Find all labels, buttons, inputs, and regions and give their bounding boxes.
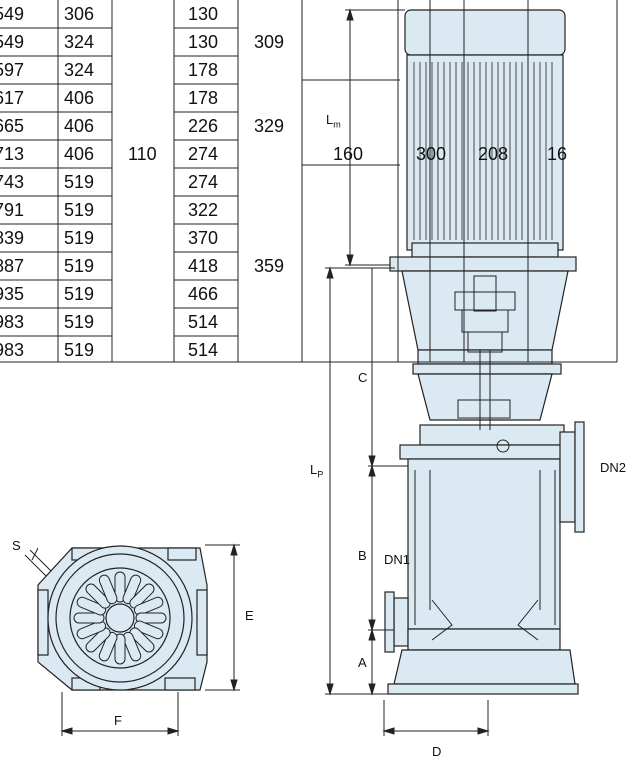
- table-cell: 130: [188, 32, 219, 52]
- table-cell: 887: [0, 256, 25, 276]
- extra-value-300: 300: [416, 144, 447, 164]
- fan-slot: [76, 596, 107, 616]
- table-cell: 324: [64, 32, 95, 52]
- table-merged-col3: 110: [128, 144, 157, 164]
- extra-value-16: 16: [547, 144, 568, 164]
- fan-slot: [133, 596, 164, 616]
- fan-slot: [135, 612, 167, 624]
- dimension-table: 549 306 130 549 324 130 597 324 178 617 406 178 665 4…: [0, 0, 400, 363]
- fan-slot: [114, 571, 126, 603]
- table-cell: 839: [0, 228, 25, 248]
- label-dn2: DN2: [600, 460, 627, 475]
- table-merged-col5-b: 329: [254, 116, 285, 136]
- table-cell: 519: [64, 312, 95, 332]
- label-lp-main: L: [310, 462, 318, 477]
- table-cell: 370: [188, 228, 219, 248]
- table-cell: 178: [188, 60, 219, 80]
- fan-slot: [73, 612, 105, 624]
- extra-value-208: 208: [478, 144, 509, 164]
- label-lm-main: L: [326, 112, 334, 127]
- table-cell: 130: [188, 4, 219, 24]
- table-cell: 466: [188, 284, 219, 304]
- fan-slot: [122, 631, 142, 662]
- label-lm-sub: m: [333, 119, 341, 130]
- table-cell: 226: [188, 116, 219, 136]
- fan-slot: [122, 574, 142, 605]
- label-e: E: [245, 608, 254, 623]
- table-cell: 322: [188, 200, 219, 220]
- table-cell: 514: [188, 340, 219, 360]
- table-cell: 519: [64, 200, 95, 220]
- table-cell: 743: [0, 172, 25, 192]
- extra-value-160: 160: [333, 144, 364, 164]
- table-cell: 178: [188, 88, 219, 108]
- label-b: B: [358, 548, 367, 563]
- table-cell: 274: [188, 172, 219, 192]
- table-merged-col5-c: 359: [254, 256, 285, 276]
- table-cell: 617: [0, 88, 25, 108]
- table-cell: 791: [0, 200, 25, 220]
- table-cell: 549: [0, 4, 25, 24]
- table-cell: 418: [188, 256, 219, 276]
- fan-slot: [76, 620, 107, 640]
- table-cell: 519: [64, 228, 95, 248]
- fan-slot: [133, 620, 164, 640]
- table-cell: 406: [64, 116, 95, 136]
- table-cell: 713: [0, 144, 25, 164]
- motor-top-view: [37, 545, 208, 691]
- fan-slot: [114, 633, 126, 665]
- table-cell: 665: [0, 116, 25, 136]
- label-f: F: [114, 713, 122, 728]
- table-cell: 549: [0, 32, 25, 52]
- table-cell: 935: [0, 284, 25, 304]
- fan-slot: [98, 631, 118, 662]
- table-cell: 519: [64, 340, 95, 360]
- table-cell: 406: [64, 144, 95, 164]
- table-cell: 324: [64, 60, 95, 80]
- fan-slot: [129, 583, 155, 609]
- label-d: D: [432, 744, 442, 759]
- fan-slot: [85, 627, 111, 653]
- label-c: C: [358, 370, 368, 385]
- label-lp: LP: [310, 462, 323, 480]
- table-cell: 983: [0, 312, 25, 332]
- label-lp-sub: P: [317, 469, 324, 480]
- table-cell: 406: [64, 88, 95, 108]
- fan-slot: [98, 574, 118, 605]
- label-s: S: [12, 538, 21, 553]
- label-a: A: [358, 655, 367, 670]
- pump-side-view: [384, 9, 585, 695]
- fan-slot: [129, 627, 155, 653]
- label-dn1: DN1: [384, 552, 411, 567]
- label-lm: Lm: [326, 112, 341, 130]
- table-cell: 519: [64, 256, 95, 276]
- table-cell: 597: [0, 60, 25, 80]
- table-merged-col5-a: 309: [254, 32, 285, 52]
- table-cell: 519: [64, 172, 95, 192]
- fan-slot: [85, 583, 111, 609]
- table-cell: 274: [188, 144, 219, 164]
- motor-fins: [413, 62, 553, 240]
- table-cell: 514: [188, 312, 219, 332]
- table-cell: 306: [64, 4, 95, 24]
- table-cell: 983: [0, 340, 25, 360]
- table-cell: 519: [64, 284, 95, 304]
- fan-slots: [73, 571, 167, 665]
